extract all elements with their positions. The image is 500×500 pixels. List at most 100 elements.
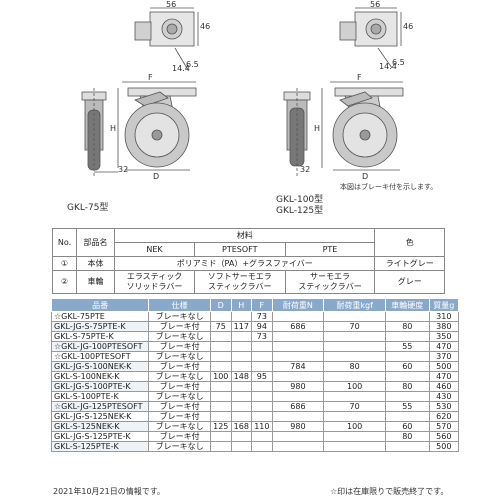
spec-cell: GKL-JG-S-125NEK-K bbox=[50, 411, 150, 422]
footer-note: ☆印は在庫限りで販売終了です。 bbox=[330, 487, 449, 496]
spec-cell bbox=[251, 361, 273, 372]
spec-cell bbox=[251, 391, 273, 402]
spec-cell bbox=[210, 411, 232, 422]
spec-cell: ☆GKL-75PTE bbox=[50, 311, 150, 322]
spec-cell: 70 bbox=[323, 401, 387, 412]
spec-cell: 980 bbox=[271, 421, 325, 432]
spec-cell: GKL-S-100PTE-K bbox=[50, 391, 150, 402]
spec-cell bbox=[230, 411, 253, 422]
mat-row: ① 本体 ポリアミド（PA）+グラスファイバー ライトグレー bbox=[52, 256, 445, 271]
spec-cell: GKL-JG-S-125PTE-K bbox=[50, 431, 150, 442]
spec-cell: GKL-S-125NEK-K bbox=[50, 421, 150, 432]
footer-date: 2021年10月21日の情報です。 bbox=[53, 487, 165, 496]
spec-cell: 784 bbox=[271, 361, 325, 372]
spec-cell bbox=[210, 351, 232, 362]
right-hole-label: 14.4 bbox=[379, 62, 397, 71]
spec-cell: 620 bbox=[428, 411, 460, 422]
spec-cell: ☆GKL-JG-125PTESOFT bbox=[50, 401, 150, 412]
left-d-label: D bbox=[153, 172, 160, 181]
spec-cell: ブレーキなし bbox=[148, 391, 211, 402]
left-model-label: GKL-75型 bbox=[67, 203, 109, 213]
spec-cell: 148 bbox=[230, 371, 253, 382]
spec-cell: 460 bbox=[428, 381, 460, 392]
left-h-label: H bbox=[110, 124, 117, 133]
spec-cell: 55 bbox=[385, 401, 430, 412]
right-side-a-label: 46 bbox=[403, 22, 414, 31]
spec-cell: 168 bbox=[230, 421, 253, 432]
spec-cell: 980 bbox=[271, 381, 325, 392]
spec-cell bbox=[210, 431, 232, 442]
spec-cell: 560 bbox=[428, 431, 460, 442]
spec-cell bbox=[251, 351, 273, 362]
spec-cell: ブレーキ付 bbox=[148, 401, 211, 412]
right-top-plate-view bbox=[339, 7, 402, 69]
mat-row: ② 車輪 エラスティックソリッドラバー ソフトサーモエラスティックラバー サーモ… bbox=[52, 270, 445, 294]
spec-cell: 310 bbox=[428, 311, 460, 322]
spec-cell bbox=[251, 411, 273, 422]
spec-cell: ブレーキ付 bbox=[148, 431, 211, 442]
spec-cell: 370 bbox=[428, 351, 460, 362]
spec-cell bbox=[385, 371, 430, 382]
spec-cell: 94 bbox=[251, 321, 273, 332]
spec-cell bbox=[385, 441, 430, 452]
spec-cell bbox=[251, 341, 273, 352]
spec-cell: 60 bbox=[385, 361, 430, 372]
spec-cell bbox=[210, 331, 232, 342]
spec-cell: 100 bbox=[323, 421, 387, 432]
spec-header-cell: F bbox=[251, 298, 273, 312]
spec-cell bbox=[271, 391, 325, 402]
right-model-a-label: GKL-100型 bbox=[276, 195, 324, 205]
spec-cell: ブレーキ付 bbox=[148, 411, 211, 422]
spec-cell: 55 bbox=[385, 341, 430, 352]
spec-cell: ブレーキ付 bbox=[148, 381, 211, 392]
mat-header-nek: NEK bbox=[114, 242, 195, 257]
spec-cell: ブレーキなし bbox=[148, 311, 211, 322]
spec-cell: 470 bbox=[428, 371, 460, 382]
spec-cell bbox=[210, 381, 232, 392]
spec-cell: 125 bbox=[210, 421, 232, 432]
spec-cell: GKL-JG-S-100PTE-K bbox=[50, 381, 150, 392]
spec-cell: ブレーキなし bbox=[148, 421, 211, 432]
spec-cell bbox=[251, 441, 273, 452]
mat-header-part: 部品名 bbox=[75, 228, 116, 257]
right-side-b-label: 6.5 bbox=[392, 58, 405, 67]
spec-cell bbox=[323, 441, 387, 452]
spec-cell: ☆GKL-JG-100PTESOFT bbox=[50, 341, 150, 352]
spec-cell: ブレーキ付 bbox=[148, 361, 211, 372]
left-top-width-label: 56 bbox=[166, 0, 177, 9]
right-f-label: F bbox=[357, 73, 362, 82]
spec-cell: 380 bbox=[428, 321, 460, 332]
spec-cell: ブレーキなし bbox=[148, 351, 211, 362]
mat-header-color: 色 bbox=[374, 228, 445, 257]
spec-cell bbox=[210, 341, 232, 352]
spec-cell: 500 bbox=[428, 361, 460, 372]
right-note-label: 本図はブレーキ付を示します。 bbox=[340, 183, 438, 191]
spec-cell: 686 bbox=[271, 321, 325, 332]
spec-header-cell: 質量g bbox=[428, 298, 460, 312]
spec-cell bbox=[230, 341, 253, 352]
spec-cell: 570 bbox=[428, 421, 460, 432]
spec-cell bbox=[271, 441, 325, 452]
spec-cell bbox=[385, 351, 430, 362]
spec-cell bbox=[385, 331, 430, 342]
spec-cell: ブレーキ付 bbox=[148, 321, 211, 332]
spec-cell bbox=[251, 381, 273, 392]
spec-cell bbox=[230, 401, 253, 412]
spec-cell: 470 bbox=[428, 341, 460, 352]
spec-header-cell: H bbox=[230, 298, 253, 312]
spec-cell bbox=[230, 441, 253, 452]
spec-cell: GKL-S-75PTE-K bbox=[50, 331, 150, 342]
spec-header-cell: 仕様 bbox=[148, 298, 211, 312]
spec-cell bbox=[210, 311, 232, 322]
spec-cell: 80 bbox=[385, 321, 430, 332]
spec-cell: 73 bbox=[251, 311, 273, 322]
